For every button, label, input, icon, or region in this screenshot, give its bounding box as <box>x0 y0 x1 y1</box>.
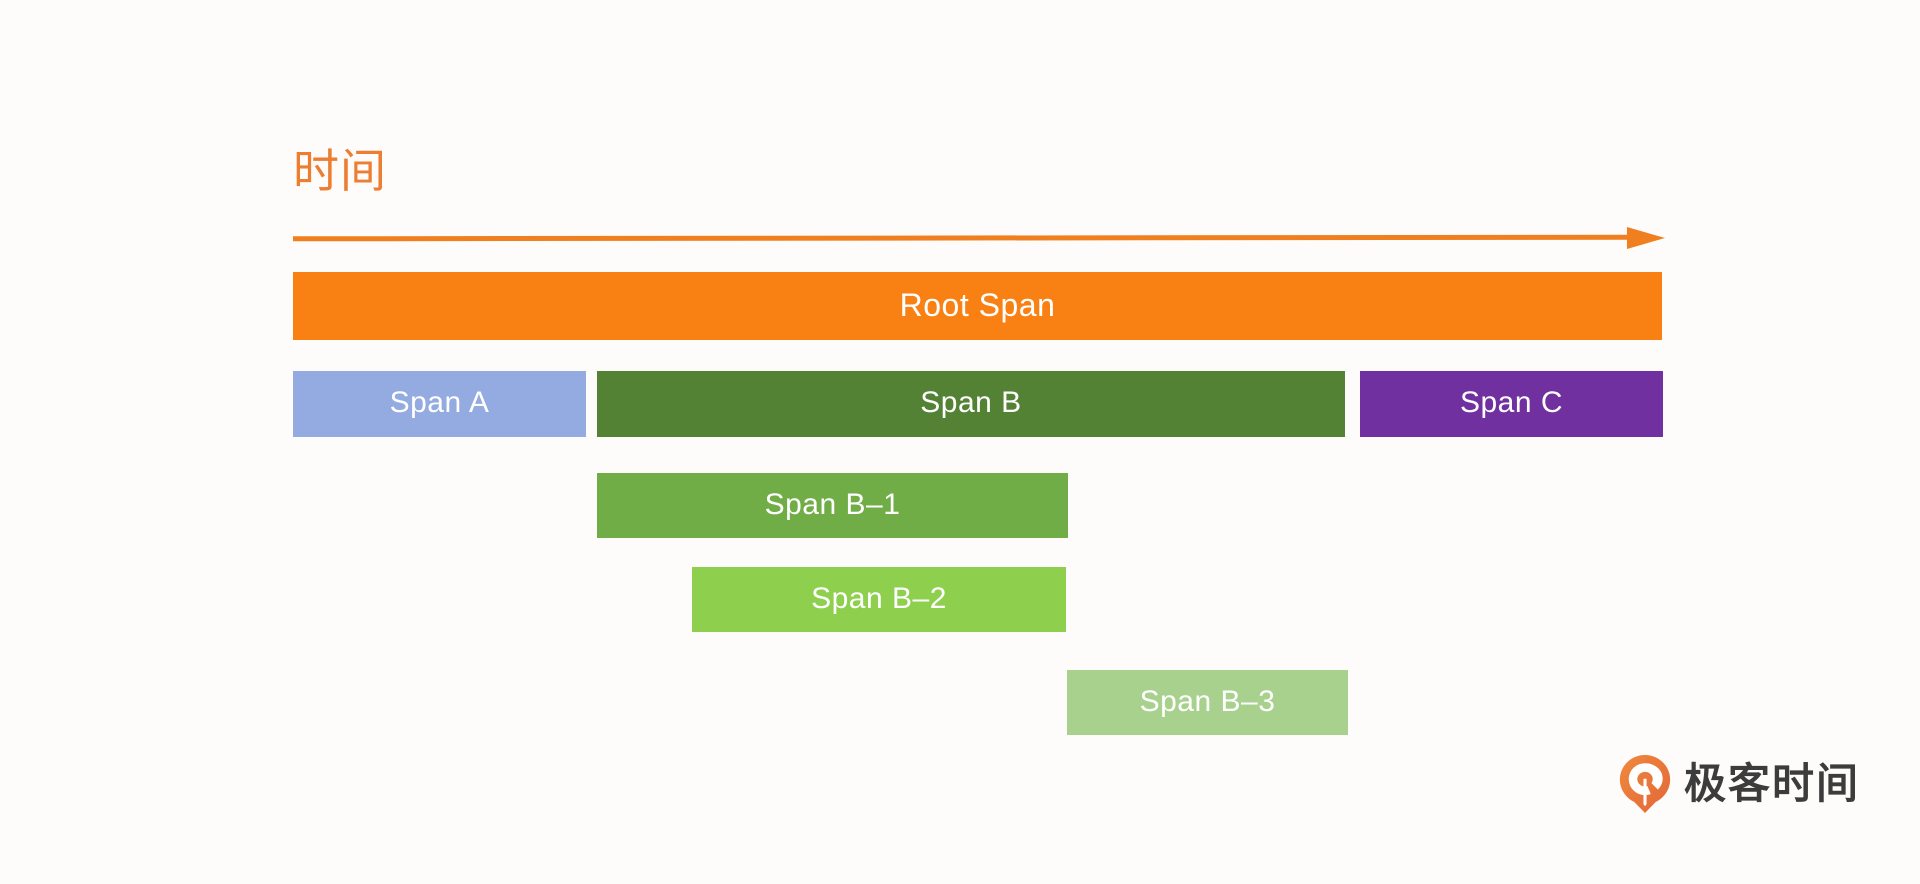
time-axis-arrow <box>292 222 1665 254</box>
span-bar-b3[interactable]: Span B–3 <box>1067 670 1348 735</box>
span-bar-b1[interactable]: Span B–1 <box>597 473 1068 538</box>
span-label-b: Span B <box>920 386 1022 419</box>
span-bar-root[interactable]: Root Span <box>293 272 1662 340</box>
span-bar-c[interactable]: Span C <box>1360 371 1663 437</box>
span-bar-a[interactable]: Span A <box>293 371 586 437</box>
brand-name: 极客时间 <box>1684 759 1861 808</box>
right-arrow-icon <box>292 227 1665 249</box>
brand-logo: 极客时间 <box>1618 753 1860 815</box>
span-label-b1: Span B–1 <box>764 487 901 521</box>
time-axis-title: 时间 <box>293 144 387 198</box>
span-label-root: Root Span <box>899 286 1056 323</box>
span-bar-b2[interactable]: Span B–2 <box>692 567 1066 632</box>
span-label-c: Span C <box>1459 386 1564 419</box>
span-label-a: Span A <box>389 386 490 419</box>
span-bar-b[interactable]: Span B <box>597 371 1345 437</box>
span-label-b3: Span B–3 <box>1139 684 1276 718</box>
geektime-pin-logo-icon <box>1619 755 1671 813</box>
span-label-b2: Span B–2 <box>811 581 947 615</box>
